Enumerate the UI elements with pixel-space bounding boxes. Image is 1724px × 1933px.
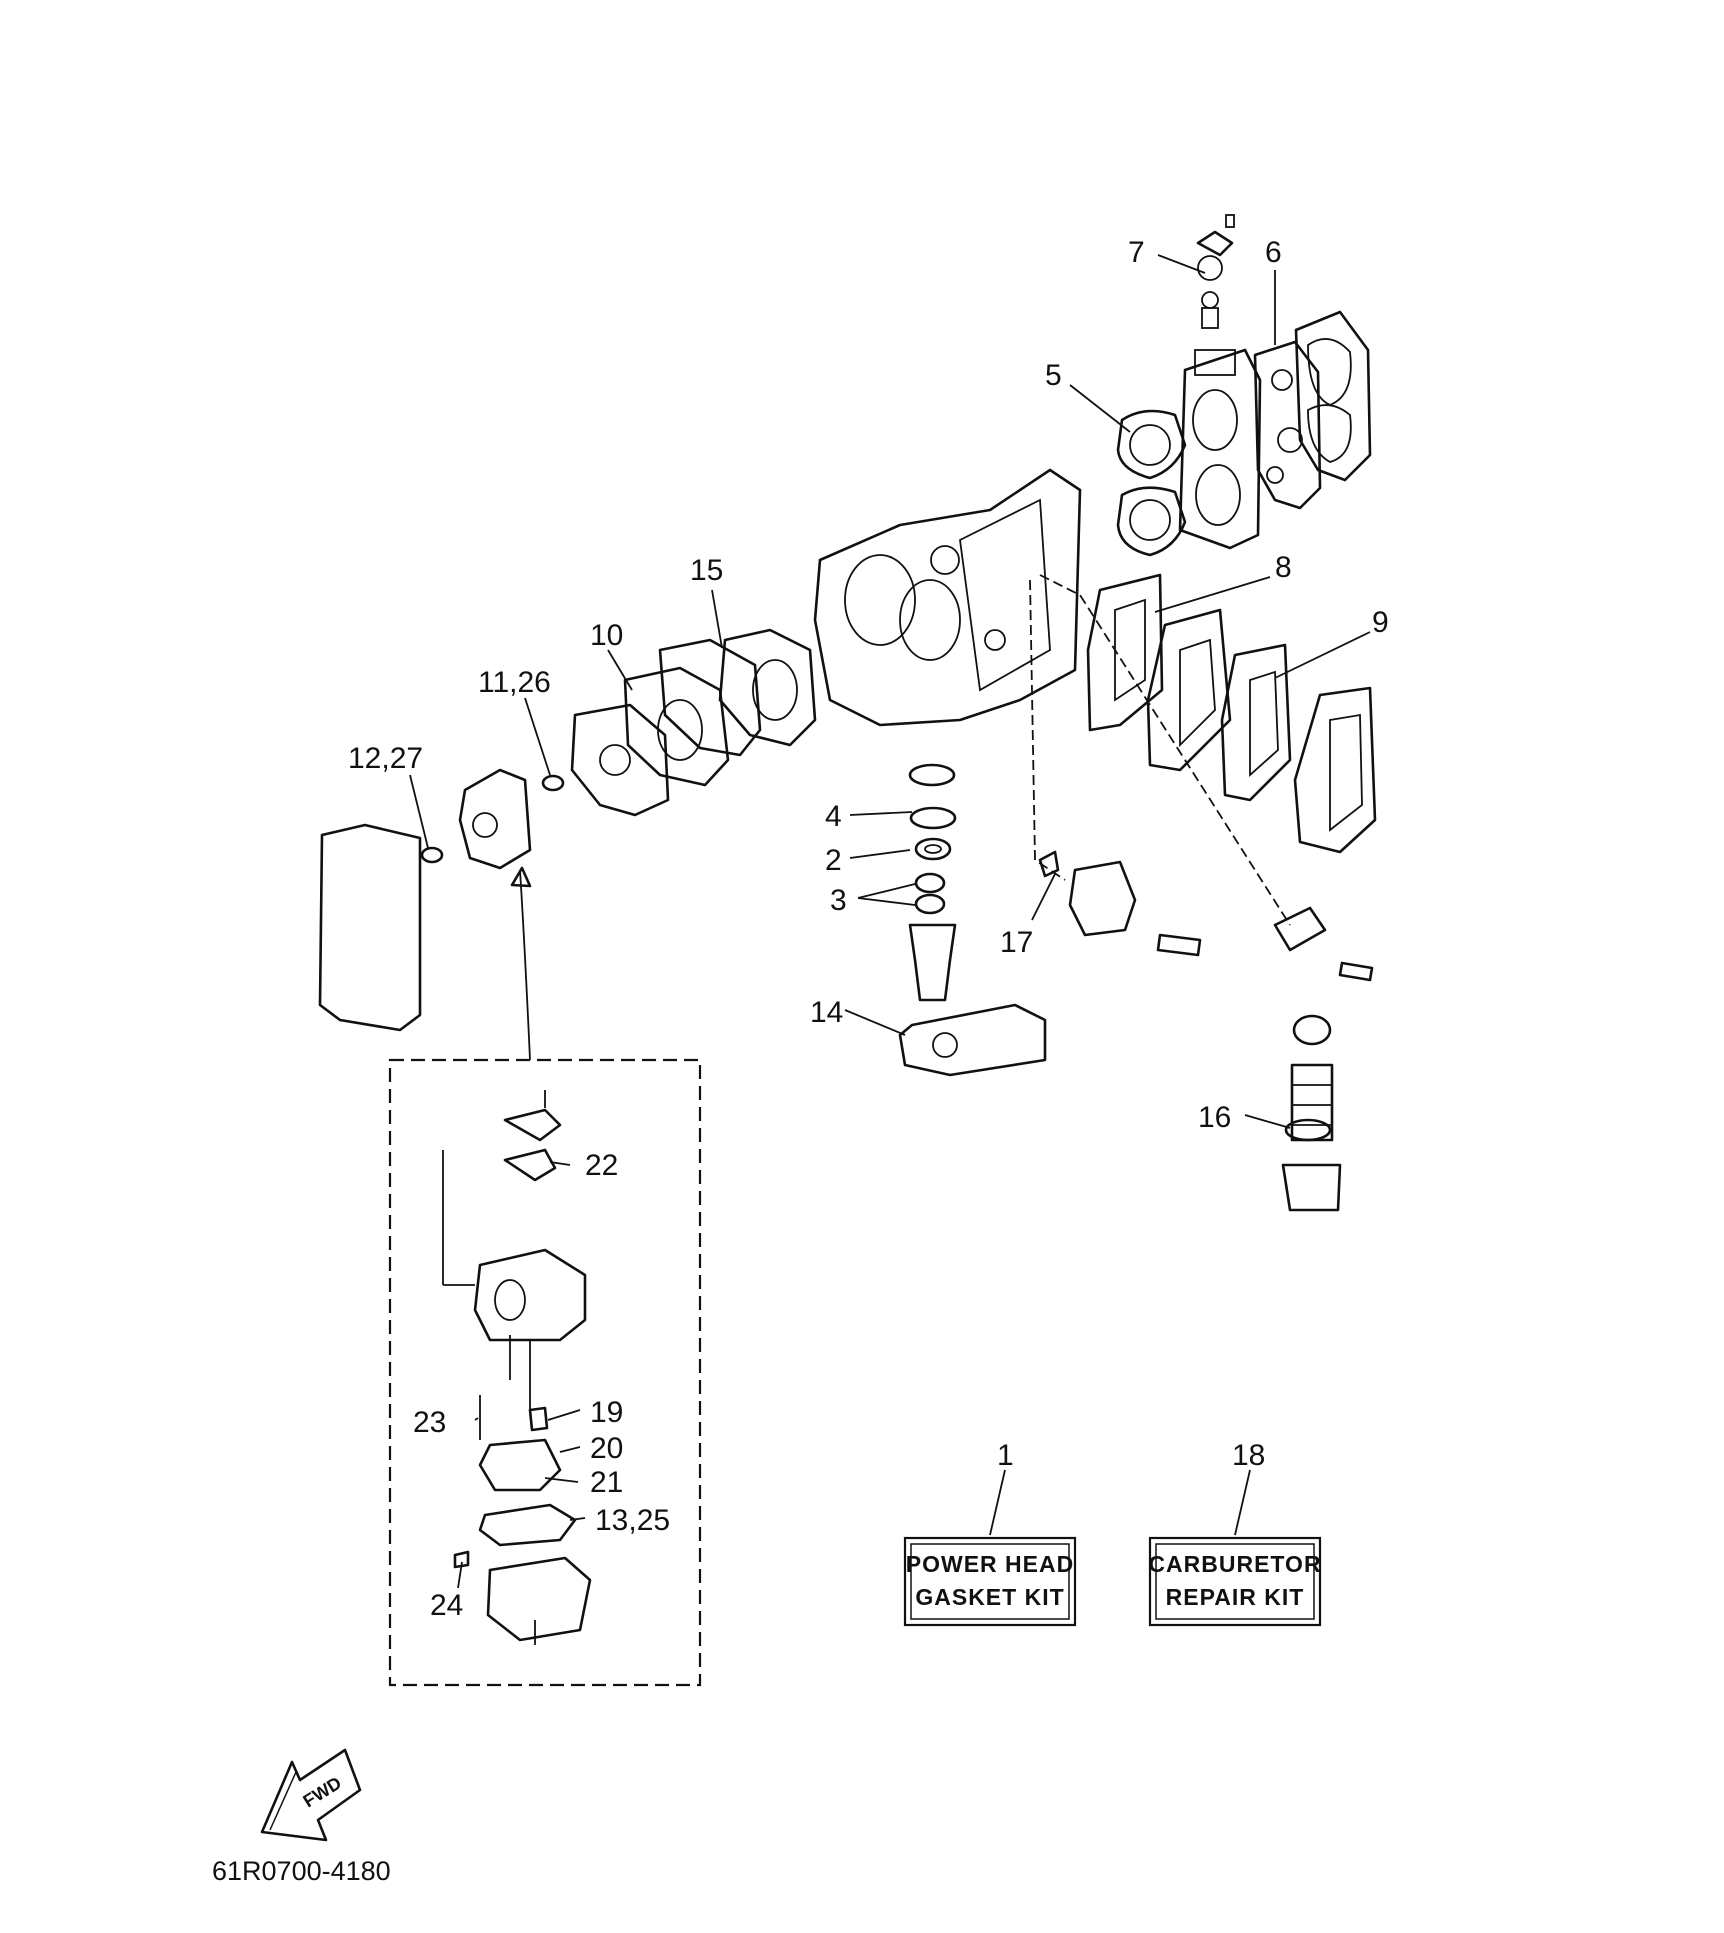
callout-3: 3 [830, 884, 847, 917]
callout-leader-lines [409, 254, 1371, 1589]
callout-10: 10 [590, 619, 623, 652]
exhaust-cover-gaskets [1086, 573, 1377, 854]
callout-7: 7 [1128, 236, 1145, 269]
fuel-pump-filter [1029, 574, 1374, 1212]
diagram-part-number: 61R0700-4180 [212, 1856, 391, 1886]
callout-6: 6 [1265, 236, 1282, 269]
callouts: 7 6 5 8 9 15 10 11,26 12,27 4 2 3 17 14 … [348, 236, 1389, 1622]
callout-16: 16 [1198, 1101, 1231, 1134]
carburetor-kit-line2: REPAIR KIT [1166, 1584, 1305, 1610]
callout-14: 14 [810, 996, 843, 1029]
power-head-kit-line1: POWER HEAD [906, 1551, 1074, 1577]
callout-15: 15 [690, 554, 723, 587]
callout-1: 1 [997, 1439, 1014, 1472]
callout-19: 19 [590, 1396, 623, 1429]
callout-11-26: 11,26 [478, 666, 551, 699]
callout-23: 23 [413, 1406, 446, 1439]
power-head-kit-line2: GASKET KIT [915, 1584, 1064, 1610]
callout-21: 21 [590, 1466, 623, 1499]
carburetor-kit-line1: CARBURETOR [1148, 1551, 1321, 1577]
callout-4: 4 [825, 800, 842, 833]
callout-22: 22 [585, 1149, 618, 1182]
callout-17: 17 [1000, 926, 1033, 959]
cylinder-head-assembly [1116, 214, 1372, 557]
forward-arrow-icon: FWD [260, 1748, 362, 1842]
callout-2: 2 [825, 844, 842, 877]
carburetor-repair-kit-box: CARBURETOR REPAIR KIT [1148, 1536, 1322, 1627]
carburetor-kit-outline [388, 866, 702, 1687]
callout-13-25: 13,25 [595, 1504, 670, 1537]
carburetor-silencer [318, 768, 532, 1032]
callout-20: 20 [590, 1432, 623, 1465]
callout-9: 9 [1372, 606, 1389, 639]
intake-manifold-gaskets [541, 628, 817, 817]
callout-12-27: 12,27 [348, 742, 423, 775]
callout-24: 24 [430, 1589, 463, 1622]
crankcase-block [813, 468, 1082, 727]
power-head-gasket-kit-box: POWER HEAD GASKET KIT [903, 1536, 1077, 1627]
callout-8: 8 [1275, 551, 1292, 584]
callout-18: 18 [1232, 1439, 1265, 1472]
callout-5: 5 [1045, 359, 1062, 392]
lower-seal-group [898, 763, 1047, 1077]
